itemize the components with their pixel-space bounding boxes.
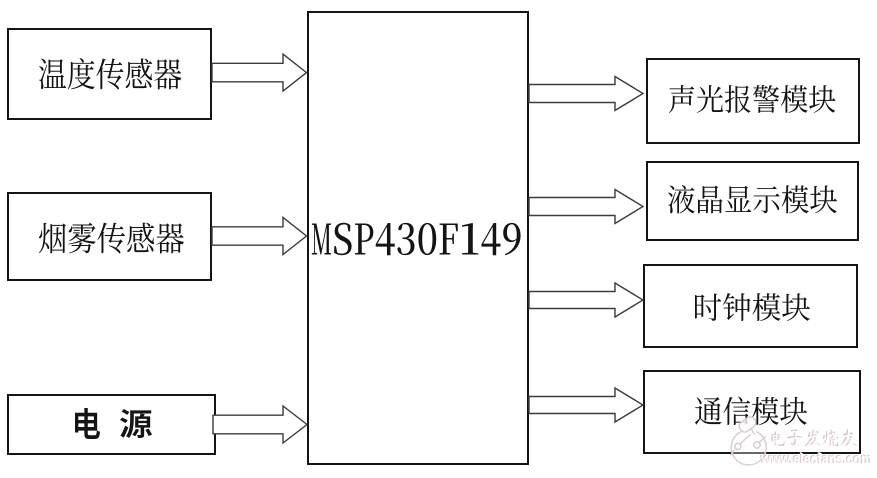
svg-text:www.elecfans.com: www.elecfans.com <box>759 451 871 467</box>
svg-text:www.elecfans.com: www.elecfans.com <box>760 452 872 468</box>
